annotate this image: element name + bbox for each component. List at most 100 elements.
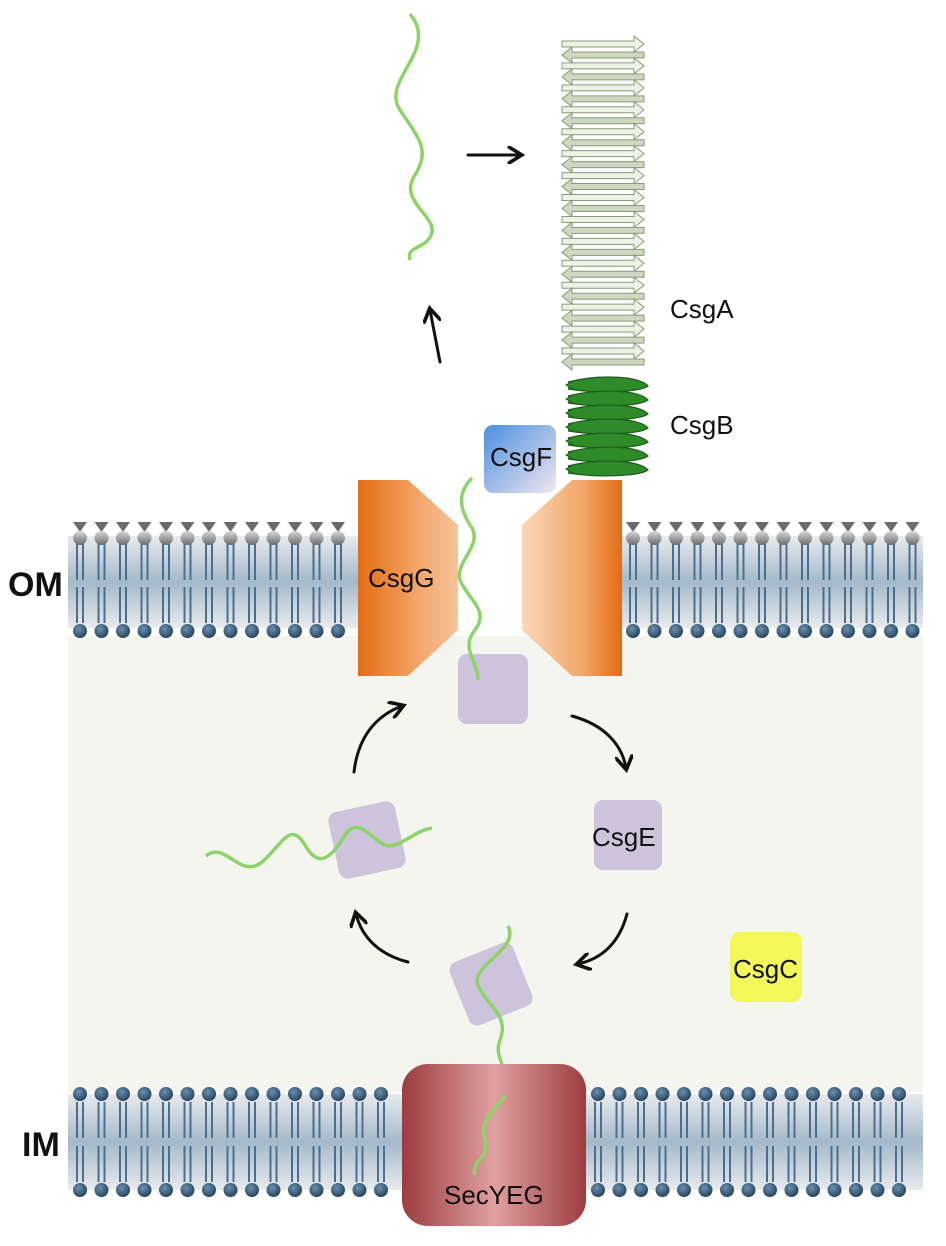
lipid-head <box>202 1183 216 1197</box>
lipid-head <box>827 1183 842 1197</box>
lipid-head <box>245 1183 259 1197</box>
lipid <box>331 1146 345 1197</box>
lipid-head <box>374 1087 388 1101</box>
lipid-head <box>741 1087 756 1101</box>
lipid-triangle <box>180 522 195 532</box>
lipid <box>202 522 216 580</box>
curved-arrow-icon <box>578 912 629 964</box>
strand-arrow <box>561 352 645 372</box>
lipid-head <box>798 531 812 545</box>
lipid <box>288 522 302 580</box>
lipid-head <box>266 624 281 638</box>
lipid-head <box>202 1087 216 1101</box>
lipid <box>655 1146 670 1197</box>
lipid <box>870 1146 885 1197</box>
beta-strand <box>561 331 645 350</box>
lipid-triangle <box>626 522 640 532</box>
lipid-head <box>763 1087 777 1101</box>
lipid <box>892 1087 906 1138</box>
helix-arrowhead <box>564 379 576 391</box>
lipid <box>634 1146 648 1197</box>
helix-turn <box>567 460 649 477</box>
lipid-head <box>352 1183 367 1197</box>
lipid <box>612 1087 627 1138</box>
lipid <box>180 1146 195 1197</box>
lipid-head <box>776 624 791 638</box>
inner-membrane-label: IM <box>22 1126 60 1164</box>
unfolded-chain-secyeg <box>472 1094 507 1176</box>
lipid <box>159 1146 173 1197</box>
lipid-head <box>223 624 238 638</box>
beta-strand <box>561 199 645 218</box>
csga-fibril <box>561 34 645 372</box>
lipid-head <box>331 1087 345 1101</box>
lipid-head <box>698 1183 713 1197</box>
lipid-head <box>741 1183 756 1197</box>
lipid-head <box>266 531 281 545</box>
lipid <box>827 1146 842 1197</box>
unfolded-chain-left <box>204 825 433 869</box>
csge-label: CsgE <box>592 822 656 852</box>
lipid-head <box>870 1183 885 1197</box>
lipid <box>677 1146 691 1197</box>
lipid-head <box>763 1183 777 1197</box>
beta-strand <box>561 67 645 86</box>
beta-strand <box>561 221 645 240</box>
beta-strand <box>561 133 645 152</box>
lipid-triangle <box>669 522 683 532</box>
lipid-head <box>159 624 173 638</box>
strand-arrow <box>561 111 645 130</box>
strand-arrow <box>561 298 645 317</box>
lipid-triangle <box>755 522 769 532</box>
beta-strand <box>561 45 645 65</box>
lipid-head <box>712 624 726 638</box>
lipid-triangle <box>331 522 345 532</box>
beta-strand <box>561 352 645 372</box>
lipid <box>690 522 705 580</box>
lipid <box>884 522 898 580</box>
lipid <box>159 1087 173 1138</box>
lipid-head <box>73 1183 87 1197</box>
beta-strand <box>561 177 645 196</box>
lipid <box>763 1146 777 1197</box>
lipid <box>806 1146 820 1197</box>
beta-strand <box>561 210 645 229</box>
im-band-right <box>586 1094 923 1190</box>
csgg-pore-right <box>522 480 622 676</box>
lipid-head <box>116 531 130 545</box>
strand-arrow <box>561 243 645 262</box>
lipid-head <box>591 1087 605 1101</box>
lipid <box>647 522 662 580</box>
strand-arrow <box>561 56 645 75</box>
csge-chain-complex-bottom <box>449 942 533 1026</box>
lipid <box>159 587 173 638</box>
lipid <box>862 587 877 638</box>
lipid <box>819 587 834 638</box>
lipid-triangle <box>733 522 748 532</box>
lipid-head <box>202 624 216 638</box>
lipid <box>870 1087 885 1138</box>
lipid <box>763 1087 777 1138</box>
lipid <box>94 522 109 580</box>
csgg-pore-left <box>358 480 458 676</box>
lipid <box>266 1146 281 1197</box>
lipid-head <box>720 1087 734 1101</box>
csge-at-pore <box>458 654 528 724</box>
lipid <box>73 587 87 638</box>
lipid <box>309 1087 324 1138</box>
lipid-head <box>137 624 152 638</box>
lipid <box>677 1087 691 1138</box>
lipid <box>647 587 662 638</box>
lipid-head <box>634 1183 648 1197</box>
strand-arrow <box>561 166 645 185</box>
lipid <box>245 1087 259 1138</box>
lipid-head <box>94 624 109 638</box>
lipid-triangle <box>94 522 109 532</box>
lipid-head <box>223 531 238 545</box>
lipid <box>116 1146 130 1197</box>
lipid <box>733 587 748 638</box>
beta-strand <box>561 254 645 273</box>
lipid <box>634 1087 648 1138</box>
csge-protein <box>594 800 662 870</box>
strand-arrow <box>561 287 645 306</box>
